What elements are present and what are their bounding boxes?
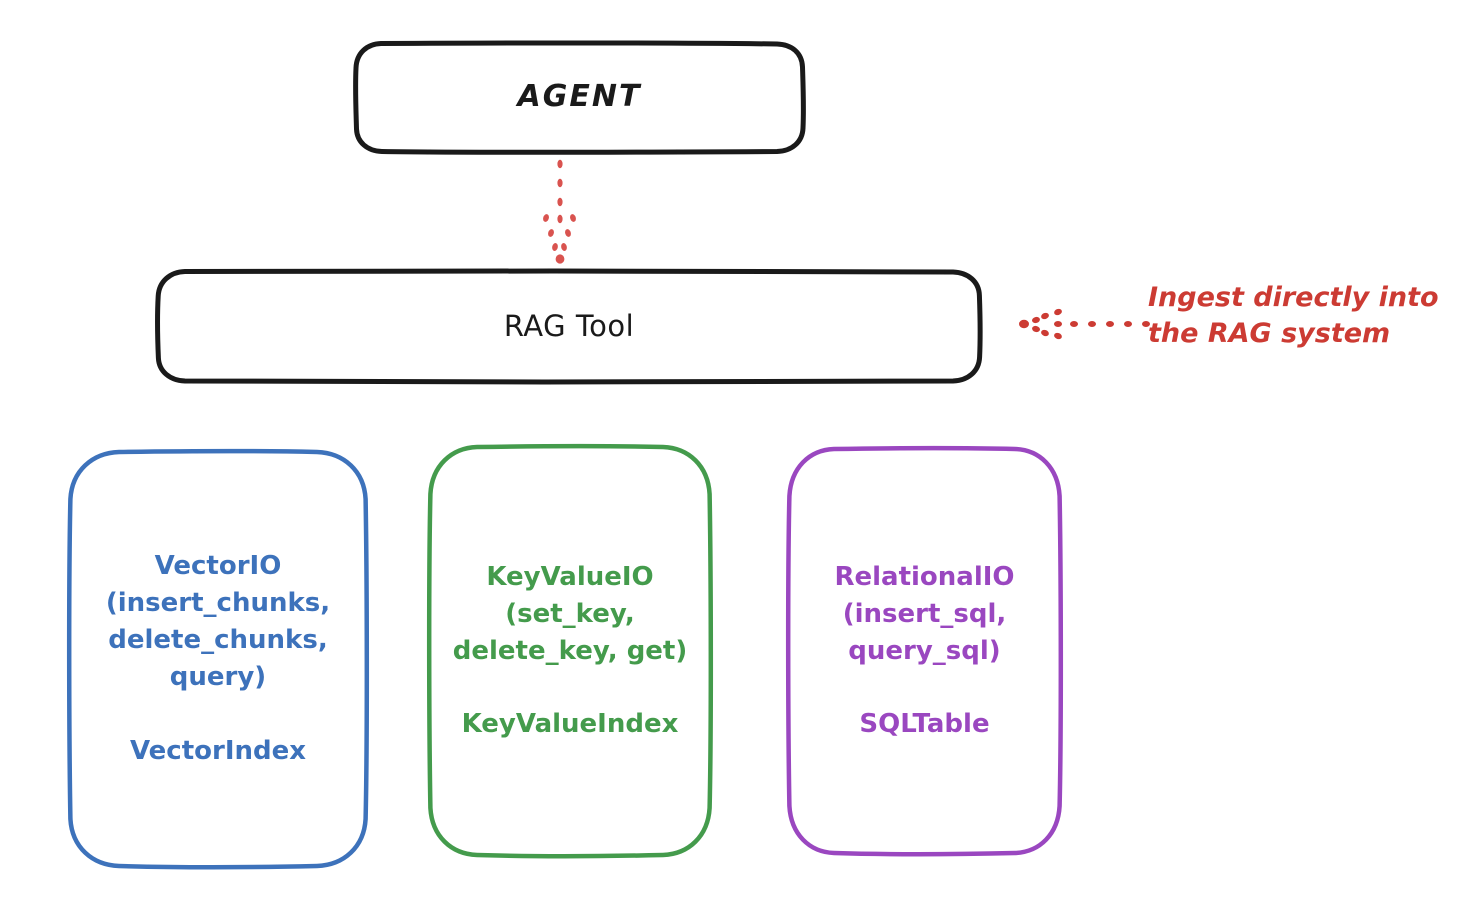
rag-tool-node-label: RAG Tool — [503, 308, 635, 343]
agent-node[interactable]: AGENT — [353, 40, 806, 155]
ingest-into-rag-arrow — [1019, 308, 1150, 340]
relational-io-node[interactable]: RelationalIO (insert_sql, query_sql) SQL… — [785, 445, 1064, 857]
ingest-annotation-text: Ingest directly into the RAG system — [1148, 282, 1439, 349]
key-value-io-node[interactable]: KeyValueIO (set_key, delete_key, get) Ke… — [426, 443, 714, 859]
agent-node-label: AGENT — [517, 79, 642, 115]
vector-io-node[interactable]: VectorIO (insert_chunks, delete_chunks, … — [66, 448, 370, 870]
vector-io-node-label: VectorIO (insert_chunks, delete_chunks, … — [105, 551, 331, 766]
agent-to-rag-tool-arrow — [543, 159, 576, 264]
relational-io-node-label: RelationalIO (insert_sql, query_sql) SQL… — [834, 561, 1015, 740]
rag-tool-node[interactable]: RAG Tool — [155, 268, 983, 385]
key-value-io-node-label: KeyValueIO (set_key, delete_key, get) Ke… — [452, 561, 688, 740]
